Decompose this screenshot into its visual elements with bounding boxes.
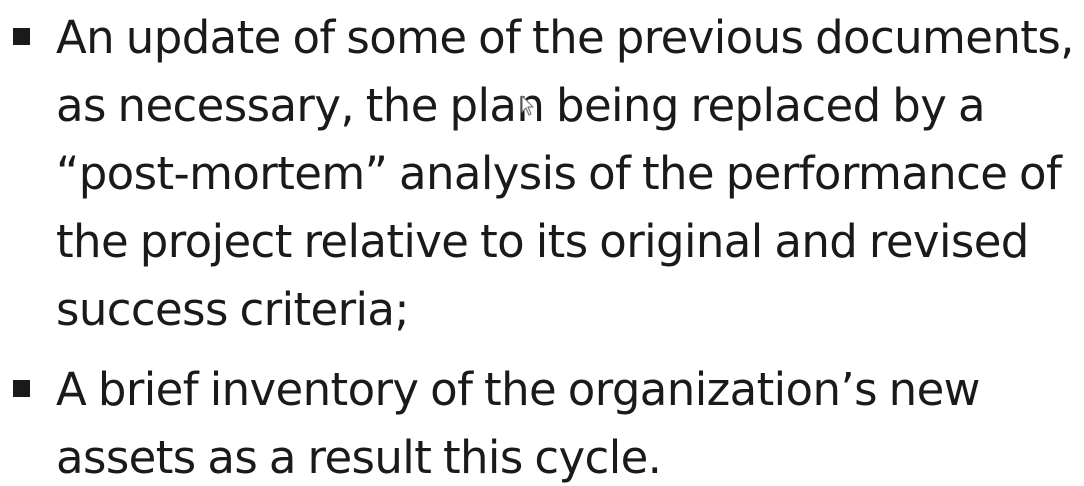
bullet-list: An update of some of the previous docume… <box>0 4 1084 486</box>
bullet-item-1: An update of some of the previous docume… <box>0 4 1076 344</box>
square-bullet-icon <box>13 380 30 397</box>
square-bullet-icon <box>13 28 30 45</box>
bullet-item-2: A brief inventory of the organization’s … <box>0 356 1076 486</box>
mouse-pointer-icon <box>521 95 534 116</box>
bullet-text-1: An update of some of the previous docume… <box>56 11 1074 336</box>
bullet-text-2: A brief inventory of the organization’s … <box>56 363 980 484</box>
